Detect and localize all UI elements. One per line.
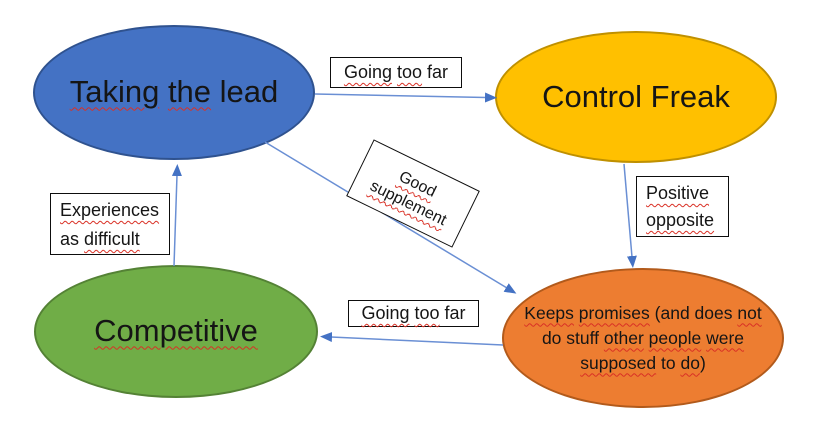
edge-label-going-too-far-bottom[interactable]: Going too far (348, 300, 479, 327)
node-keeps-promises-label: Keeps promises (and does not do stuff oth… (512, 301, 774, 376)
misspelled-word: people (648, 327, 702, 348)
misspelled-word: Experiences (60, 200, 160, 220)
misspelled-word: Taking (69, 74, 160, 110)
node-control-freak-label: Control Freak (542, 78, 730, 114)
misspelled-word: do (680, 352, 700, 373)
misspelled-word: were (706, 327, 745, 348)
misspelled-word: too (414, 303, 440, 323)
word: lead (211, 74, 279, 110)
edge-label-going-too-far-top-text: Going too far (344, 62, 448, 82)
connector-competitive-to-taking[interactable] (171, 164, 182, 267)
misspelled-word: too (397, 62, 423, 82)
word: far (439, 303, 466, 323)
connector-control-to-keeps[interactable] (623, 163, 637, 268)
edge-label-experiences-as-difficult-text: Experiences as difficult (60, 200, 159, 249)
word: as (60, 229, 85, 249)
misspelled-word: not (737, 302, 762, 323)
misspelled-word: opposite (646, 210, 715, 230)
edge-label-experiences-as-difficult[interactable]: Experiences as difficult (50, 193, 170, 255)
misspelled-word: the (167, 74, 212, 110)
edge-label-going-too-far-top[interactable]: Going too far (330, 57, 462, 88)
edge-label-positive-opposite-text: Positive opposite (646, 183, 714, 230)
node-keeps-promises[interactable]: Keeps promises (and does not do stuff oth… (502, 268, 784, 408)
misspelled-word: promises (578, 302, 650, 323)
misspelled-word: Positive (646, 183, 710, 203)
node-taking-the-lead-label: Taking the lead (70, 75, 279, 109)
word: to (656, 352, 681, 373)
node-competitive[interactable]: Competitive (34, 265, 318, 398)
word: Control Freak (542, 78, 730, 114)
misspelled-word: difficult (84, 229, 140, 249)
misspelled-word: Competitive (94, 313, 258, 349)
connector-taking-to-control[interactable] (314, 92, 497, 103)
edge-label-positive-opposite[interactable]: Positive opposite (636, 176, 729, 237)
misspelled-word: Keeps (524, 302, 574, 323)
misspelled-word: Going (343, 62, 392, 82)
node-taking-the-lead[interactable]: Taking the lead (33, 25, 315, 160)
edge-label-going-too-far-bottom-text: Going too far (361, 303, 465, 323)
connector-keeps-to-competitive[interactable] (320, 332, 504, 346)
word: far (422, 62, 449, 82)
misspelled-word: supposed (580, 352, 657, 373)
node-competitive-label: Competitive (94, 314, 258, 348)
misspelled-word: Going (361, 303, 410, 323)
word: (and does (649, 302, 738, 323)
misspelled-word: other (603, 327, 644, 348)
word: do stuff (541, 327, 604, 348)
word: ) (699, 352, 706, 373)
